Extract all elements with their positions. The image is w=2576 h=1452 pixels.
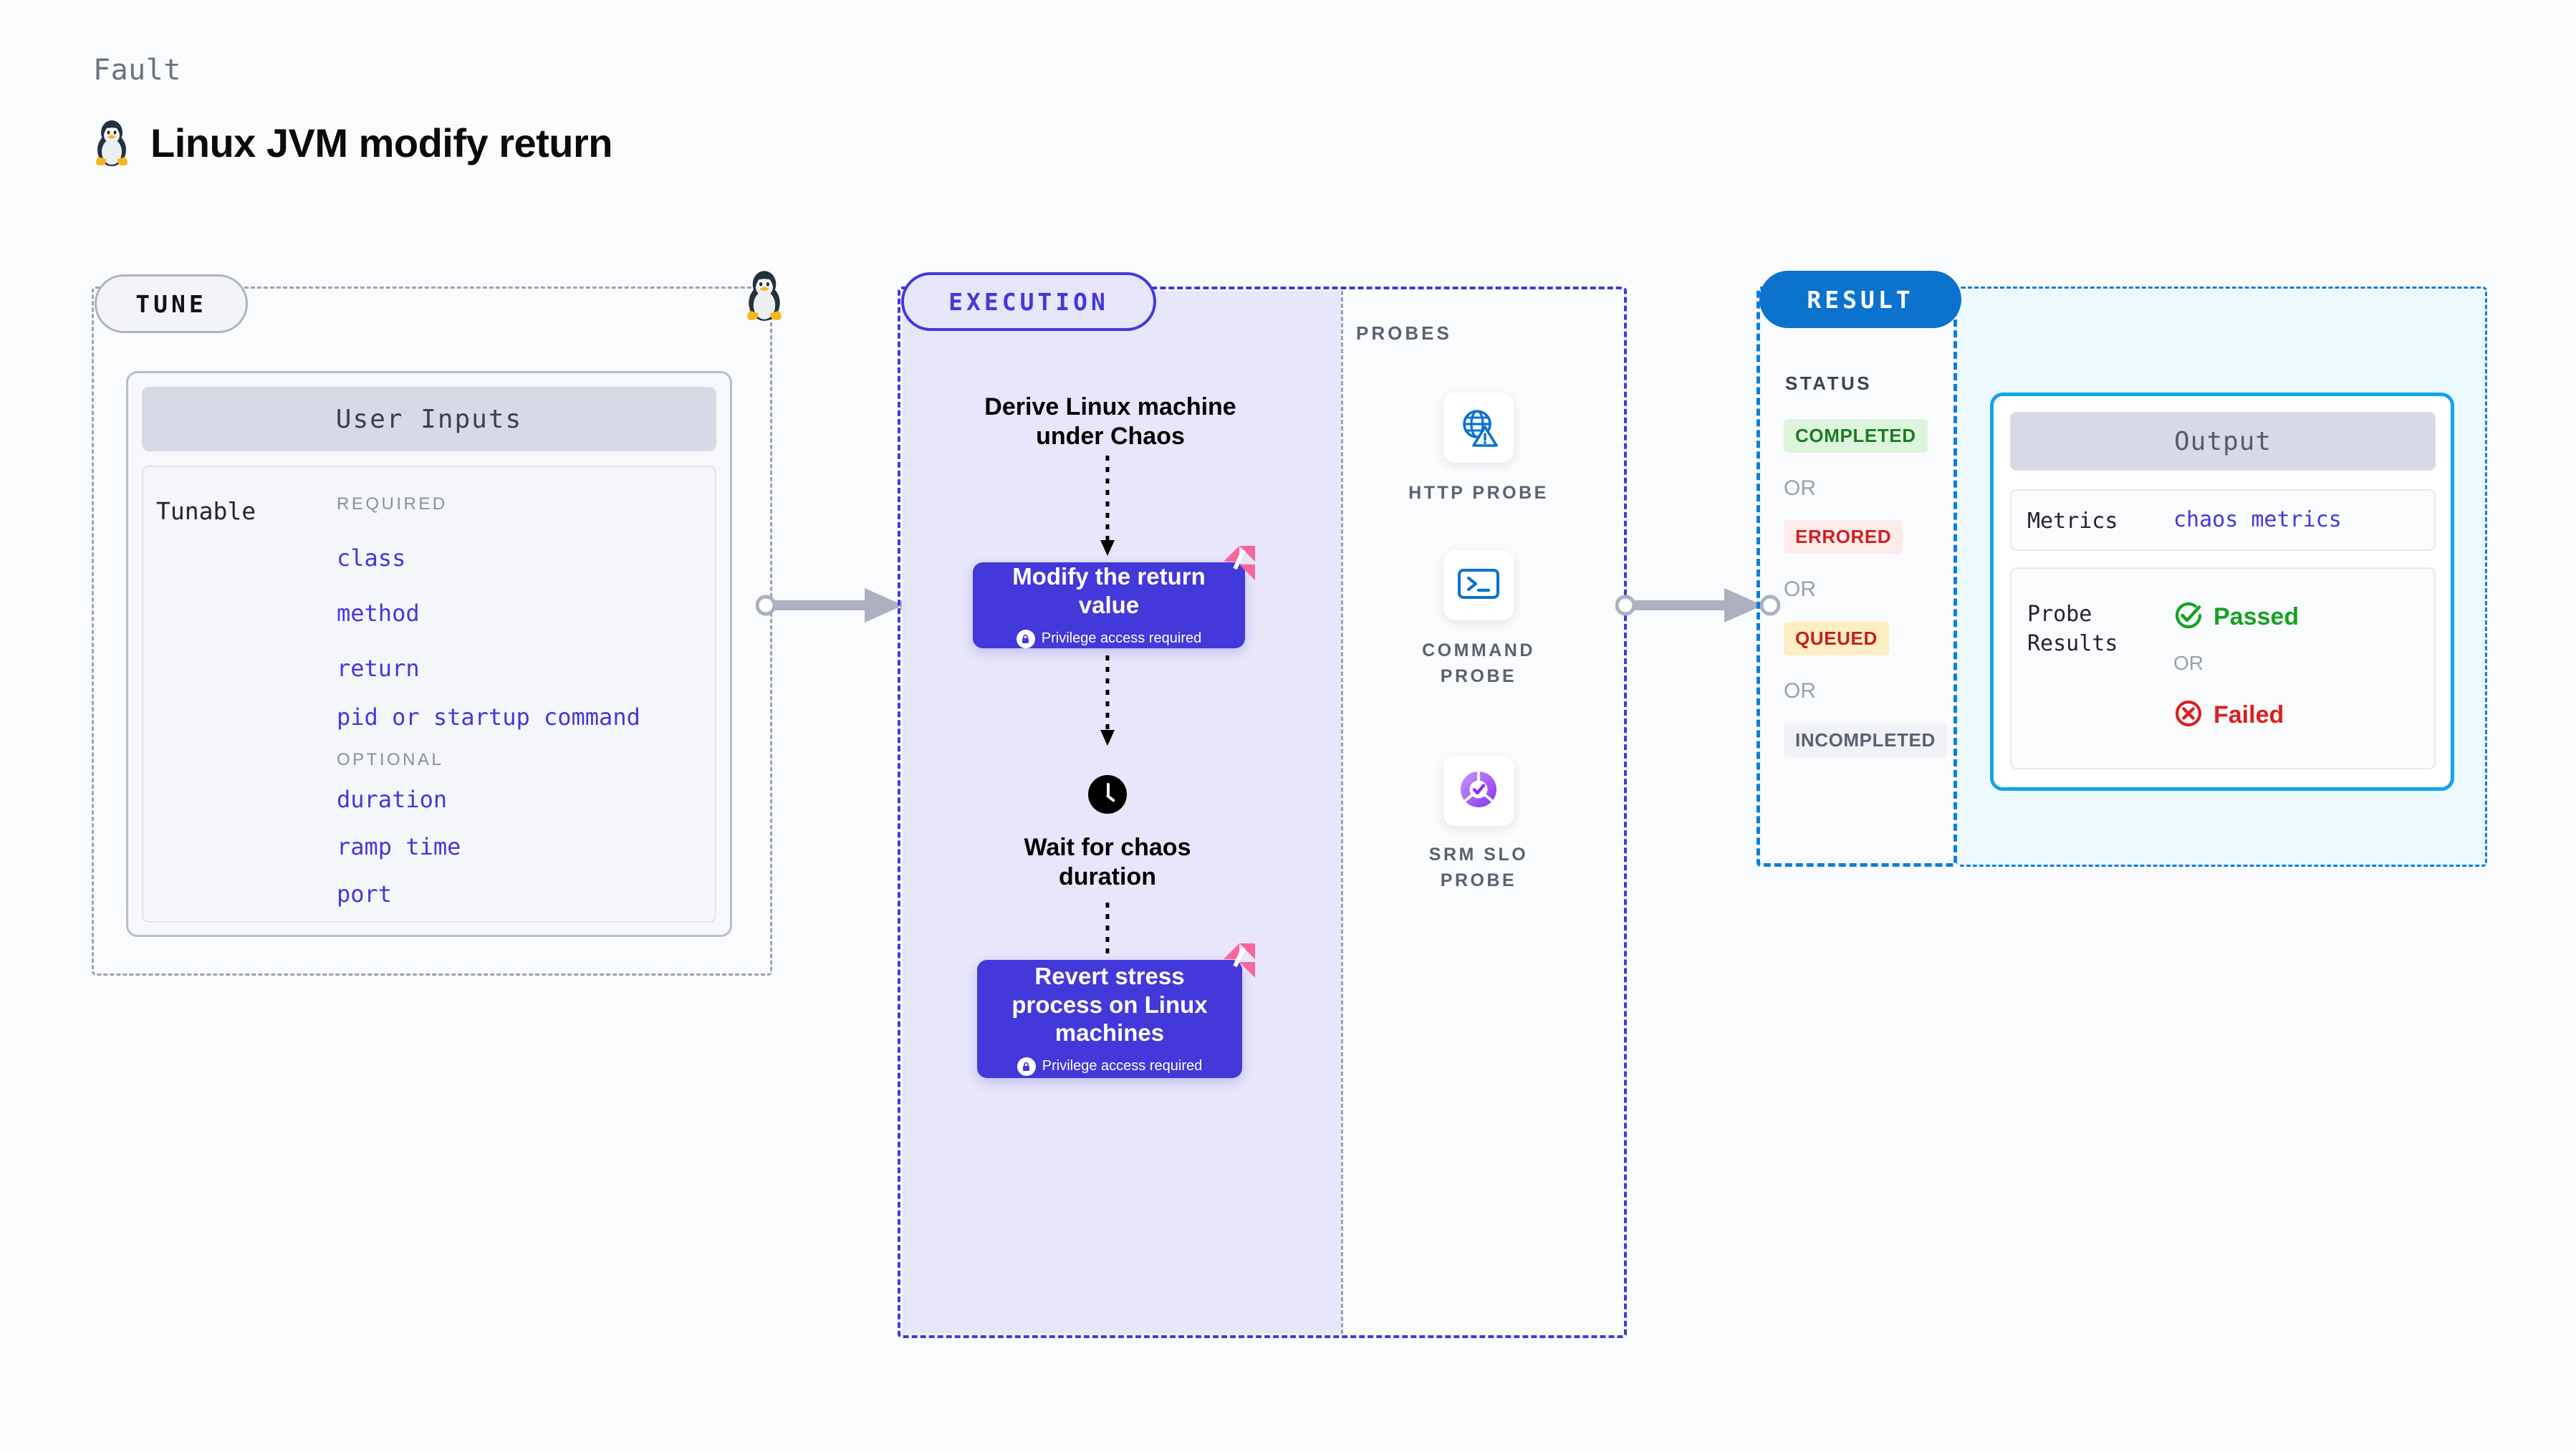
linux-penguin-icon [92, 118, 132, 167]
required-group-label: REQUIRED [337, 494, 448, 514]
execution-node-modify-return-value[interactable]: Modify the return value Privilege access… [973, 562, 1245, 648]
node-privilege-label: Privilege access required [1042, 1058, 1203, 1074]
execution-pill[interactable]: EXECUTION [901, 272, 1156, 331]
arrow-modify-to-wait [1100, 655, 1115, 746]
probe-result-passed-label: Passed [2214, 603, 2299, 630]
probe-label-srm-slo: SRM SLO PROBE [1428, 845, 1529, 891]
user-inputs-title: User Inputs [335, 404, 523, 434]
clock-icon [1088, 775, 1127, 814]
probe-label-command: COMMAND PROBE [1422, 640, 1535, 687]
output-metrics-row [2010, 489, 2436, 551]
execution-pill-label: EXECUTION [948, 287, 1109, 316]
status-badge-incompleted: INCOMPLETED [1784, 723, 1947, 757]
status-or-1: OR [1784, 476, 1816, 500]
output-card-header: Output [2010, 412, 2436, 471]
execution-step-derive-label: Derive Linux machine under Chaos [984, 393, 1236, 451]
status-badge-label: COMPLETED [1795, 425, 1916, 446]
probe-result-failed-label: Failed [2214, 701, 2284, 729]
execution-section-box [898, 287, 1627, 1338]
connector-tune-to-execution [756, 588, 921, 622]
page-title: Linux JVM modify return [150, 120, 613, 165]
lock-icon [1017, 1057, 1036, 1076]
connector-execution-to-result [1615, 588, 1780, 622]
output-metrics-value[interactable]: chaos metrics [2173, 507, 2342, 532]
user-inputs-card-header: User Inputs [142, 387, 716, 451]
tune-linux-penguin-icon [742, 269, 787, 322]
probe-tile-srm-slo[interactable] [1443, 756, 1514, 826]
node-privilege-label: Privilege access required [1041, 630, 1202, 647]
status-badge-completed: COMPLETED [1784, 419, 1928, 453]
terminal-icon [1457, 567, 1500, 604]
input-duration[interactable]: duration [337, 786, 448, 813]
probe-result-passed: Passed [2173, 600, 2299, 634]
status-badge-label: INCOMPLETED [1795, 729, 1936, 751]
node-title: Revert stress process on Linux machines [1011, 963, 1208, 1047]
status-section-label: STATUS [1785, 372, 1873, 394]
execution-probes-divider [1341, 291, 1343, 1334]
slo-donut-check-icon [1456, 767, 1501, 815]
status-badge-label: ERRORED [1795, 526, 1892, 547]
check-circle-icon [2173, 600, 2203, 634]
x-circle-icon [2173, 698, 2203, 732]
result-pill[interactable]: RESULT [1759, 271, 1961, 328]
input-ramp-time[interactable]: ramp time [337, 833, 461, 860]
result-pill-label: RESULT [1807, 285, 1914, 314]
status-or-2: OR [1784, 577, 1816, 601]
result-output-box [1957, 287, 2487, 867]
globe-warning-icon [1458, 405, 1499, 451]
user-inputs-card-body [142, 466, 716, 923]
input-pid-or-startup-command[interactable]: pid or startup command [337, 703, 640, 731]
page-title-row: Linux JVM modify return [92, 118, 613, 167]
harness-logo-icon [1218, 544, 1258, 582]
status-or-3: OR [1784, 679, 1816, 703]
tunable-row-label: Tunable [156, 497, 256, 525]
input-port[interactable]: port [337, 880, 393, 908]
input-return[interactable]: return [337, 655, 420, 682]
lock-icon [1016, 629, 1035, 648]
input-method[interactable]: method [337, 600, 420, 627]
arrow-derive-to-modify [1100, 456, 1115, 556]
probe-result-failed: Failed [2173, 698, 2284, 732]
tune-section-box [92, 287, 772, 976]
node-title: Modify the return value [1012, 563, 1206, 618]
harness-logo-icon [1218, 942, 1258, 979]
optional-group-label: OPTIONAL [337, 750, 444, 769]
status-badge-errored: ERRORED [1784, 520, 1903, 554]
input-class[interactable]: class [337, 544, 406, 572]
node-privilege-note: Privilege access required [1016, 629, 1202, 648]
probe-label-http: HTTP PROBE [1408, 483, 1549, 503]
probe-tile-http[interactable] [1443, 393, 1514, 463]
execution-panel-background [902, 291, 1341, 1334]
status-badge-queued: QUEUED [1784, 622, 1889, 655]
execution-step-wait-label: Wait for chaos duration [1024, 834, 1191, 891]
tune-pill[interactable]: TUNE [95, 274, 248, 333]
probe-result-or: OR [2173, 652, 2203, 674]
tune-pill-label: TUNE [135, 289, 207, 318]
page-kicker: Fault [93, 54, 181, 87]
execution-node-revert-stress-process[interactable]: Revert stress process on Linux machines … [977, 960, 1242, 1078]
probe-tile-command[interactable] [1443, 550, 1514, 620]
status-badge-label: QUEUED [1795, 628, 1878, 649]
probes-section-label: PROBES [1356, 322, 1452, 344]
node-privilege-note: Privilege access required [1017, 1057, 1202, 1076]
output-title: Output [2173, 426, 2272, 456]
output-probe-results-row [2010, 567, 2436, 769]
output-metrics-key: Metrics [2027, 509, 2118, 534]
